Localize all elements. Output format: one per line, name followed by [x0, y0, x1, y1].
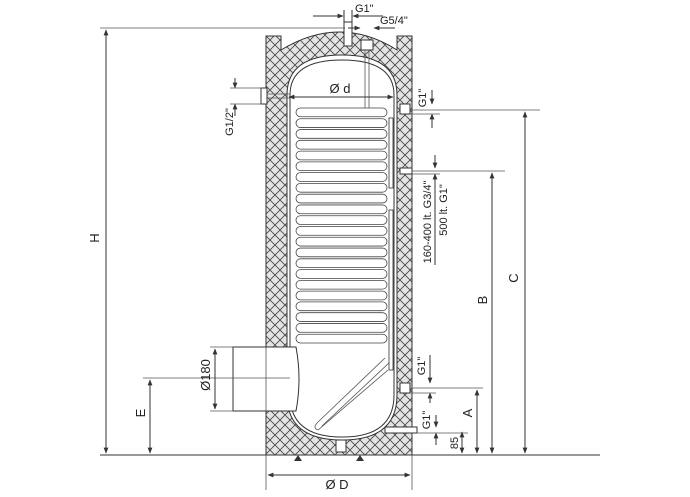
dim-b-label: B [475, 296, 490, 305]
cold-inlet-label: G1" [421, 411, 433, 430]
coil-diagonal [314, 357, 391, 431]
coil-turn [295, 279, 388, 290]
coil-upper-fitting [399, 103, 411, 115]
dim-e-label: E [133, 408, 148, 417]
inner-diameter-label: Ø d [330, 81, 351, 96]
thermometer-label: G1/2" [224, 108, 236, 136]
recirc-large-label: 500 lt. G1" [438, 184, 450, 236]
dim-a-label: A [460, 408, 475, 417]
coil-turn [295, 172, 388, 182]
cold-inlet-pipe [384, 426, 418, 434]
recirc-small-label: 160-400 lt. G3/4" [422, 181, 434, 264]
coil-turn [295, 193, 388, 204]
outer-diameter-label: Ø D [325, 477, 348, 492]
coil-turn [295, 312, 388, 322]
coil-lower-fitting [399, 382, 411, 394]
coil-turn [295, 258, 388, 268]
coil-turn [295, 269, 388, 279]
dim-h-label: H [87, 233, 102, 242]
coil-turn [295, 226, 388, 236]
foot [294, 455, 302, 461]
top-outlet-fitting [343, 21, 353, 47]
coil-turn [295, 107, 388, 118]
coil-turn [295, 215, 388, 225]
heat-exchanger-coil [295, 107, 388, 344]
coil-turn [295, 118, 388, 128]
dimensions [100, 10, 540, 490]
coil-turn [295, 236, 388, 247]
foot [356, 455, 364, 461]
anode-fitting [360, 39, 374, 51]
sensor-tube [388, 209, 394, 371]
coil-lower-label: G1" [416, 357, 428, 376]
coil-turn [295, 323, 388, 333]
sensor-tube [388, 117, 394, 189]
coil-turn [295, 247, 388, 258]
anode-label: G5/4" [380, 15, 408, 27]
coil-turn [295, 204, 388, 215]
coil-turn [295, 150, 388, 161]
coil-upper-label: G1" [417, 89, 429, 108]
drain-fitting [335, 439, 347, 453]
recirc-fitting [399, 167, 413, 175]
coil-turn [295, 183, 388, 193]
coil-turn [295, 139, 388, 150]
flange-diameter-label: Ø180 [198, 359, 213, 391]
coil-turn [295, 333, 388, 344]
coil-turn [295, 129, 388, 139]
dim-85-label: 85 [449, 437, 461, 449]
coil-turn [295, 290, 388, 301]
tank-shell [289, 59, 395, 438]
coil-turn [295, 301, 388, 312]
thermometer-fitting [260, 87, 268, 105]
insulation [265, 31, 413, 456]
dim-c-label: C [506, 273, 521, 282]
top-outlet-label: G1" [355, 3, 374, 15]
coil-turn [295, 161, 388, 172]
